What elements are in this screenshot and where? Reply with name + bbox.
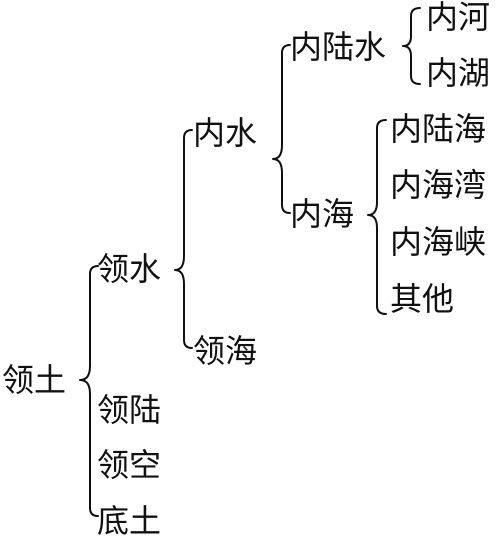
node-qita: 其他 (390, 280, 455, 318)
node-neihaiwan: 内海湾 (390, 166, 487, 204)
node-neiluoshui: 内陆水 (290, 28, 387, 66)
brace-lingshui (174, 129, 193, 349)
node-lingliu: 领陆 (97, 391, 162, 429)
node-lingshui: 领水 (97, 250, 162, 288)
node-neihu: 内湖 (426, 54, 491, 92)
brace-root (79, 265, 99, 517)
node-neihe: 内河 (426, 0, 491, 36)
node-neishui: 内水 (193, 114, 258, 152)
brace-neiluoshui (402, 7, 421, 85)
node-lingkong: 领空 (97, 446, 162, 484)
brace-neishui (272, 44, 291, 214)
node-linghai: 领海 (193, 332, 258, 370)
node-ditu: 底土 (97, 502, 162, 540)
node-lingtu: 领土 (2, 361, 67, 399)
brace-neihai (367, 119, 387, 315)
node-neihai: 内海 (290, 195, 355, 233)
node-neihaixia: 内海峡 (390, 223, 487, 261)
node-neiluohai: 内陆海 (390, 110, 487, 148)
